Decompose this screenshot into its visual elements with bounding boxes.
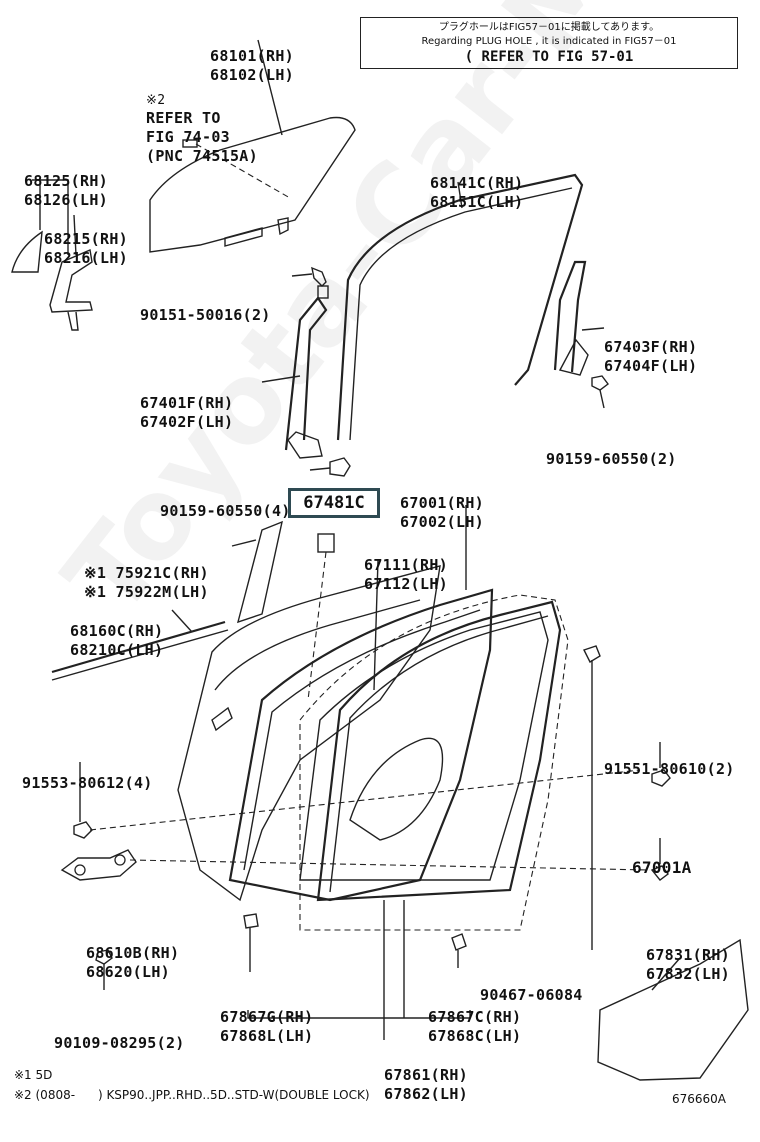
bolt-91553 xyxy=(73,821,93,839)
clip-67867c xyxy=(451,933,467,951)
bolt-90159-lower xyxy=(329,457,351,477)
label-67001[interactable]: 67001(RH)67002(LH) xyxy=(400,494,484,531)
label-90151[interactable]: 90151-50016(2) xyxy=(140,306,271,324)
label-67001a[interactable]: 67001A xyxy=(632,858,692,877)
sash-67403f xyxy=(553,260,587,373)
label-91551[interactable]: 91551-80610(2) xyxy=(604,760,735,778)
footnote-2: ※2 (0808- ) KSP90..JPP..RHD..5D..STD-W(D… xyxy=(14,1088,370,1102)
clip-67867g xyxy=(243,913,259,929)
sash-67401f xyxy=(284,296,328,451)
nut-67001a xyxy=(650,865,669,881)
label-68141c[interactable]: 68141C(RH)68151C(LH) xyxy=(430,174,524,211)
label-67111[interactable]: 67111(RH)67112(LH) xyxy=(364,556,448,593)
label-67867c[interactable]: 67867C(RH)67868C(LH) xyxy=(428,1008,522,1045)
note-english: Regarding PLUG HOLE , it is indicated in… xyxy=(421,36,677,47)
glass-run-68141c xyxy=(336,173,584,441)
inner-panel-67111 xyxy=(299,611,549,881)
bolt-90109 xyxy=(95,949,113,965)
garnish-75921c xyxy=(236,520,283,624)
parts-diagram: Toyota-Car-Mine.ru xyxy=(11,0,760,1106)
door-outer-panel xyxy=(177,565,441,902)
door-glass xyxy=(149,116,356,253)
plug-hole-note: プラグホールはFIG57－01に掲載してあります。 Regarding PLUG… xyxy=(360,17,738,69)
screw-90151 xyxy=(311,266,327,287)
label-68215[interactable]: 68215(RH)68216(LH) xyxy=(44,230,128,267)
label-67403f[interactable]: 67403F(RH)67404F(LH) xyxy=(604,338,698,375)
belt-moulding-68160c xyxy=(51,620,226,674)
label-90109[interactable]: 90109-08295(2) xyxy=(54,1034,185,1052)
label-67831[interactable]: 67831(RH)67832(LH) xyxy=(646,946,730,983)
door-frame-67001 xyxy=(228,588,494,902)
clip-67481c xyxy=(317,533,335,553)
label-90159-lower[interactable]: 90159-60550(4) xyxy=(160,502,291,520)
highlighted-part-number[interactable]: 67481C xyxy=(288,488,380,518)
footnote-1: ※1 5D xyxy=(14,1068,53,1082)
quarter-glass-68215 xyxy=(49,249,93,313)
label-90159-upper[interactable]: 90159-60550(2) xyxy=(546,450,677,468)
label-67401f[interactable]: 67401F(RH)67402F(LH) xyxy=(140,394,234,431)
bolt-91551 xyxy=(651,769,671,787)
diagram-drawing xyxy=(11,39,749,1081)
hinge-68610b xyxy=(60,849,137,881)
note-reference: ( REFER TO FIG 57-01 xyxy=(464,49,634,65)
label-68610b[interactable]: 68610B(RH)68620(LH) xyxy=(86,944,180,981)
label-68101[interactable]: 68101(RH)68102(LH) xyxy=(210,47,294,84)
corner-cover-68125 xyxy=(11,230,43,273)
weatherstrip-67861 xyxy=(316,600,562,902)
label-67867g[interactable]: 67867G(RH)67868L(LH) xyxy=(220,1008,314,1045)
bolt-90159-upper xyxy=(591,375,609,391)
clip-90467 xyxy=(583,645,601,663)
label-67861[interactable]: 67861(RH)67862(LH) xyxy=(384,1066,468,1103)
service-hole-cover-67831 xyxy=(597,938,749,1081)
figure-id: 676660A xyxy=(672,1092,727,1106)
label-75921c[interactable]: ※1 75921C(RH)※1 75922M(LH) xyxy=(84,564,209,601)
label-68160c[interactable]: 68160C(RH)68210C(LH) xyxy=(70,622,164,659)
label-91553[interactable]: 91553-80612(4) xyxy=(22,774,153,792)
label-68125[interactable]: 68125(RH)68126(LH) xyxy=(24,172,108,209)
note-japanese: プラグホールはFIG57－01に掲載してあります。 xyxy=(438,22,660,33)
label-90467[interactable]: 90467-06084 xyxy=(480,986,583,1004)
